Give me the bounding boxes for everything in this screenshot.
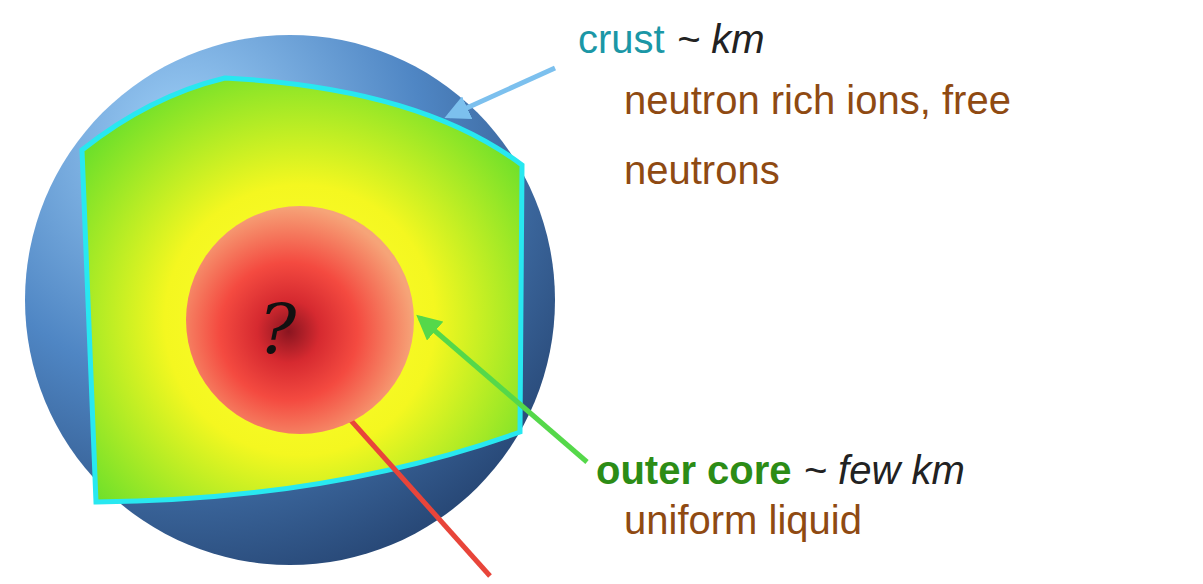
outer-core-leader-arrow: [420, 318, 587, 462]
crust-leader-arrow: [449, 68, 555, 116]
composition-note: neutron rich ions, free neutrons: [624, 65, 1024, 205]
part-name: outer core: [596, 446, 792, 494]
composition-note: uniform liquid: [624, 496, 862, 544]
unknown-mark: ?: [259, 289, 297, 371]
size-note: ~ few km: [804, 446, 965, 494]
crust-sphere: [25, 35, 555, 565]
inner-core-circle: ?: [185, 205, 415, 435]
inner-core-shape: [185, 205, 415, 435]
outer-core-cutaway: [82, 78, 522, 502]
inner-core-fill: [186, 206, 414, 434]
part-name: crust: [578, 15, 665, 63]
size-note: ~ km: [677, 15, 765, 63]
